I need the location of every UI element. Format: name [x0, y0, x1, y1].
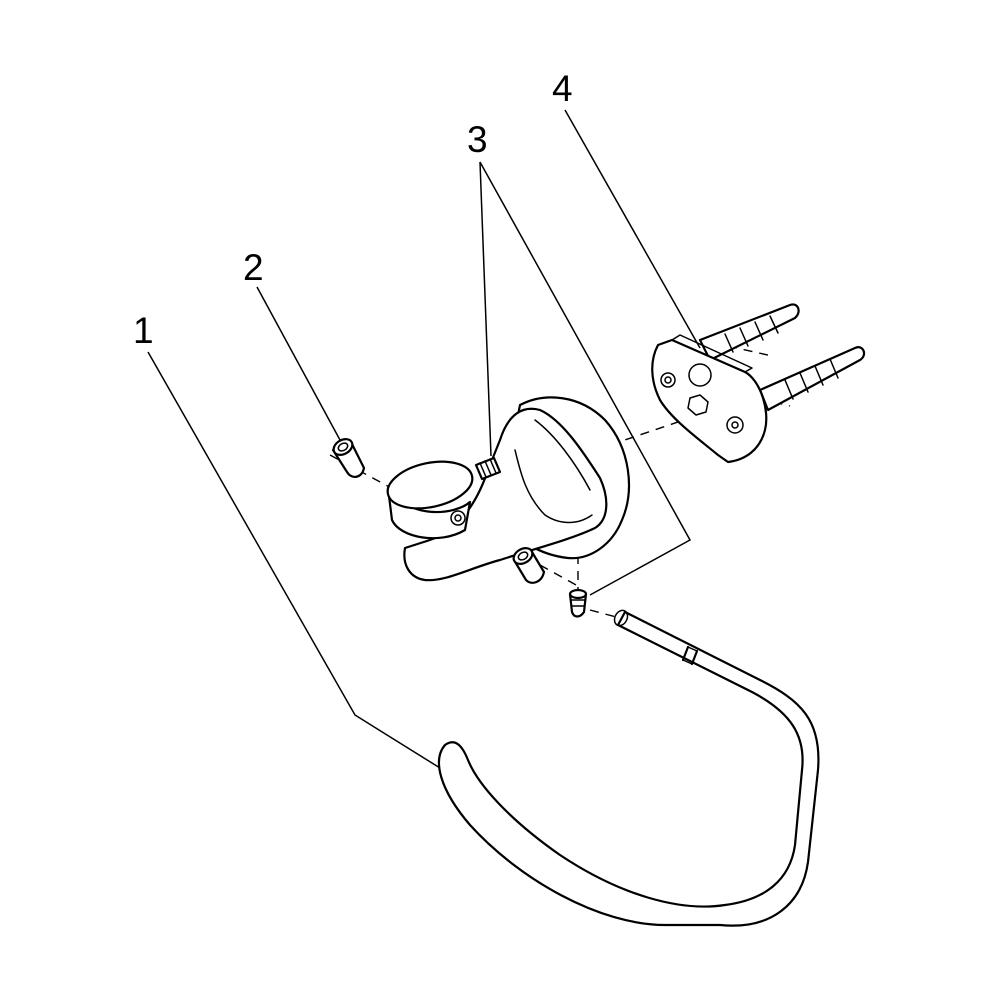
callout-2: 2: [243, 247, 264, 288]
holder-body: [386, 396, 631, 582]
leader-line-3b: [479, 161, 692, 596]
leader-line-1: [147, 351, 441, 769]
callout-1: 1: [133, 310, 154, 351]
callout-3: 3: [467, 119, 488, 160]
leader-line-2: [256, 286, 341, 441]
leader-line-3a: [479, 161, 492, 457]
part-4-mounting-plate: [651, 303, 866, 464]
leader-line-4: [564, 109, 701, 349]
callout-labels: 1 2 3 4: [133, 68, 573, 351]
part-2-sleeve: [331, 438, 366, 478]
part-3-sleeve-lower: [512, 547, 546, 584]
part-3-set-screw-lower: [568, 588, 588, 618]
callout-4: 4: [552, 68, 573, 109]
part-3-set-screw-upper: [474, 456, 502, 481]
leader-lines: [147, 109, 701, 769]
part-1-holder-bar: [437, 609, 820, 927]
